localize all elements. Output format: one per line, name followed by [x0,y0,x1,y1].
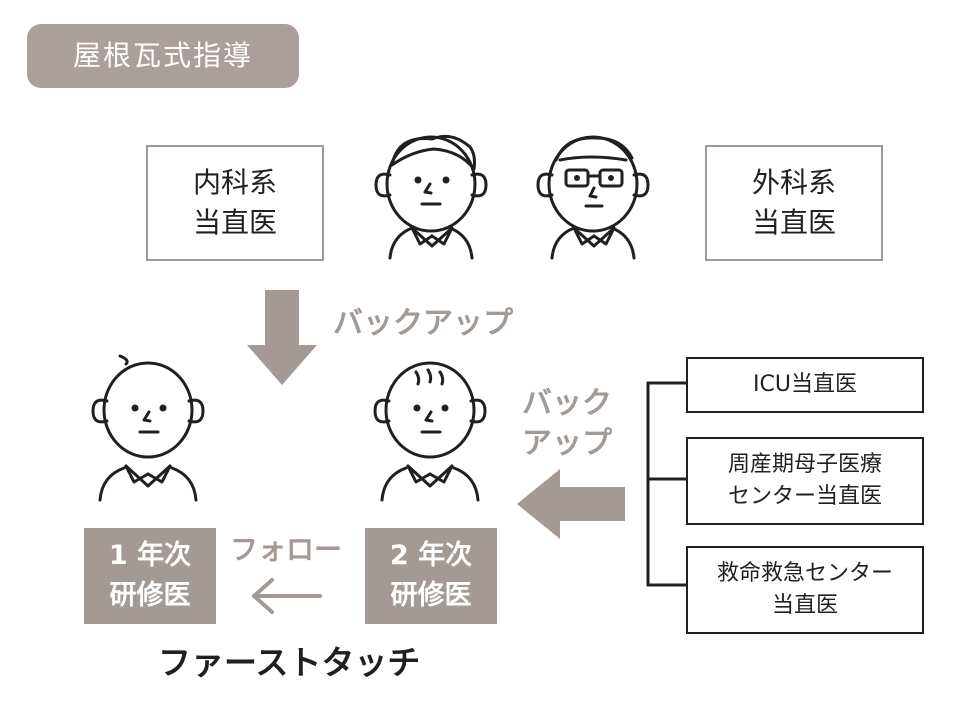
resident-face-icon [373,361,487,502]
label-line: アップ [522,426,612,461]
title-badge: 屋根瓦式指導 [27,24,299,88]
doctor-face-icon [374,134,488,260]
second-year-resident-box: 2 年次 研修医 [365,528,497,624]
perinatal-center-duty-box: 周産期母子医療 センター当直医 [686,437,924,525]
box-line: 研修医 [390,580,472,611]
follow-label: フォロー [230,533,343,566]
left-arrow-icon [517,469,625,539]
emergency-center-duty-box: 救命救急センター 当直医 [686,546,924,634]
box-line: 研修医 [109,580,191,611]
box-line: 当直医 [751,206,836,239]
box-line: 内科系 [192,166,277,199]
box-line: 当直医 [192,206,277,239]
box-line: 外科系 [751,166,836,199]
box-line: センター当直医 [727,484,882,509]
first-touch-label: ファーストタッチ [158,643,421,682]
surgery-duty-box: 外科系 当直医 [705,145,883,261]
box-line: 周産期母子医療 [727,452,882,477]
box-line: 当直医 [771,593,838,618]
backup-label-side: バック アップ [522,384,612,464]
doctor-glasses-face-icon [536,135,650,260]
connector-lines [646,381,688,587]
backup-label-top: バックアップ [333,306,513,341]
down-arrow-icon [247,290,317,385]
box-line: ICU当直医 [753,372,857,397]
label-line: バック [522,386,612,421]
box-line: 救命救急センター [716,561,893,586]
first-year-resident-box: 1 年次 研修医 [84,528,216,624]
internal-medicine-duty-box: 内科系 当直医 [146,145,324,261]
resident-face-icon [91,354,205,502]
box-line: 2 年次 [389,540,473,571]
icu-duty-box: ICU当直医 [686,357,924,413]
box-line: 1 年次 [108,540,192,571]
left-arrow-icon [252,578,322,614]
